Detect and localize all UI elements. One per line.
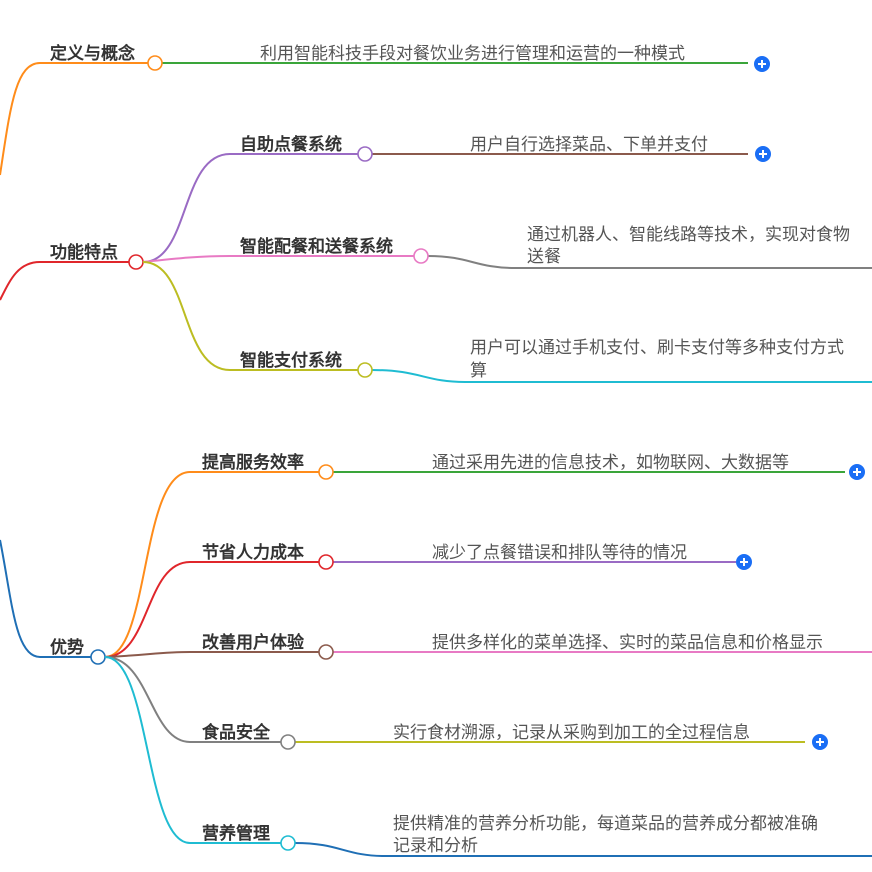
adv-label-1: 提高服务效率 (202, 452, 304, 473)
branch-label-advantages: 优势 (50, 637, 84, 658)
adv-leaf-5-line-2: 记录和分析 (393, 836, 478, 856)
edge-adv-4 (104, 656, 281, 743)
feature-leaf-2-line-2: 送餐 (527, 247, 561, 267)
node-toggle-definition[interactable] (147, 55, 163, 71)
node-toggle-feature-2[interactable] (413, 248, 429, 264)
edge-adv-5-leaf (294, 842, 872, 857)
edge-feature-2-leaf (427, 255, 872, 269)
node-toggle-features[interactable] (128, 254, 144, 270)
node-toggle-adv-3[interactable] (318, 644, 334, 660)
node-toggle-adv-2[interactable] (318, 554, 334, 570)
feature-label-3: 智能支付系统 (240, 350, 342, 371)
feature-label-2: 智能配餐和送餐系统 (240, 236, 393, 257)
adv-leaf-1: 通过采用先进的信息技术，如物联网、大数据等 (432, 453, 789, 473)
edge-features (0, 261, 129, 301)
edge-feature-2 (142, 255, 414, 263)
adv-label-4: 食品安全 (202, 722, 271, 743)
edge-feature-1 (142, 153, 358, 263)
feature-leaf-2-line-1: 通过机器人、智能线路等技术，实现对食物 (527, 225, 850, 245)
adv-label-2: 节省人力成本 (202, 542, 304, 563)
adv-label-3: 改善用户体验 (202, 632, 305, 653)
plus-circle-icon[interactable] (754, 56, 770, 72)
plus-circle-icon[interactable] (755, 146, 771, 162)
feature-leaf-1: 用户自行选择菜品、下单并支付 (470, 135, 708, 155)
node-toggle-advantages[interactable] (90, 649, 106, 665)
node-toggle-adv-4[interactable] (280, 734, 296, 750)
edge-adv-1 (104, 471, 319, 658)
leaf-definition: 利用智能科技手段对餐饮业务进行管理和运营的一种模式 (260, 44, 685, 64)
node-toggle-feature-3[interactable] (357, 362, 373, 378)
adv-label-5: 营养管理 (202, 823, 270, 844)
edge-feature-3-leaf (371, 369, 872, 383)
branch-label-features: 功能特点 (50, 242, 118, 263)
edge-adv-2 (104, 561, 319, 658)
node-toggle-adv-1[interactable] (318, 464, 334, 480)
node-toggle-feature-1[interactable] (357, 146, 373, 162)
edge-adv-5 (104, 656, 281, 844)
feature-leaf-3-line-1: 用户可以通过手机支付、刷卡支付等多种支付方式 (470, 338, 844, 358)
plus-circle-icon[interactable] (812, 734, 828, 750)
adv-leaf-5-line-1: 提供精准的营养分析功能，每道菜品的营养成分都被准确 (393, 814, 818, 834)
edge-feature-3 (142, 261, 358, 371)
edge-advantages (0, 539, 91, 658)
feature-label-1: 自助点餐系统 (240, 134, 342, 155)
edge-definition (0, 62, 148, 176)
branch-label-definition: 定义与概念 (50, 43, 135, 64)
adv-leaf-2: 减少了点餐错误和排队等待的情况 (432, 543, 687, 563)
node-toggle-adv-5[interactable] (280, 835, 296, 851)
edge-adv-3 (104, 651, 319, 658)
plus-circle-icon[interactable] (736, 554, 752, 570)
adv-leaf-3: 提供多样化的菜单选择、实时的菜品信息和价格显示 (432, 633, 823, 653)
feature-leaf-3-line-2: 算 (470, 361, 487, 381)
plus-circle-icon[interactable] (849, 464, 865, 480)
adv-leaf-4: 实行食材溯源，记录从采购到加工的全过程信息 (393, 723, 750, 743)
